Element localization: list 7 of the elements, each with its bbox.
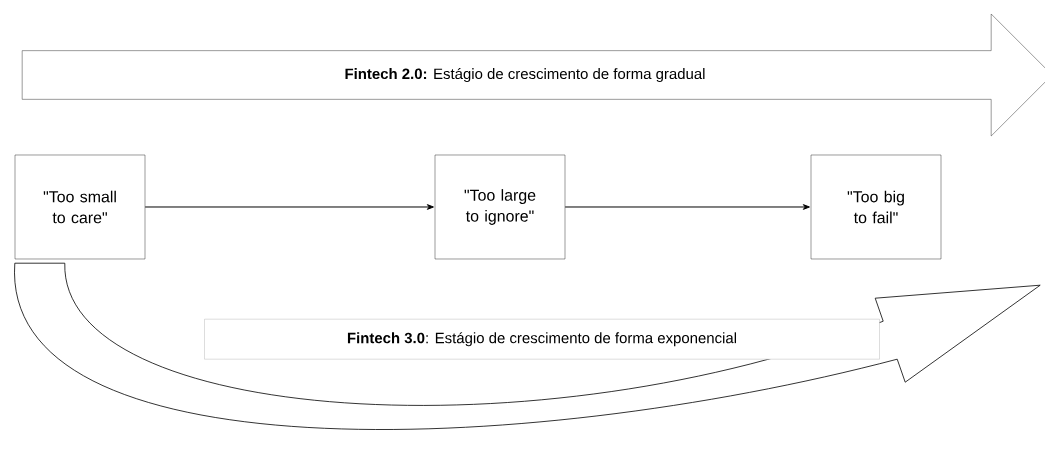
text-box: "Too big to fail" bbox=[810, 154, 942, 260]
text-box: "Too large to ignore" bbox=[434, 154, 566, 260]
curved-block-arrow bbox=[14, 262, 1041, 430]
arrow bbox=[564, 204, 810, 210]
arrow bbox=[144, 204, 434, 210]
text-box: "Too small to care" bbox=[14, 154, 146, 260]
edge-label: Fintech 3.0: Estágio de crescimento de forma exponencial bbox=[347, 332, 736, 347]
